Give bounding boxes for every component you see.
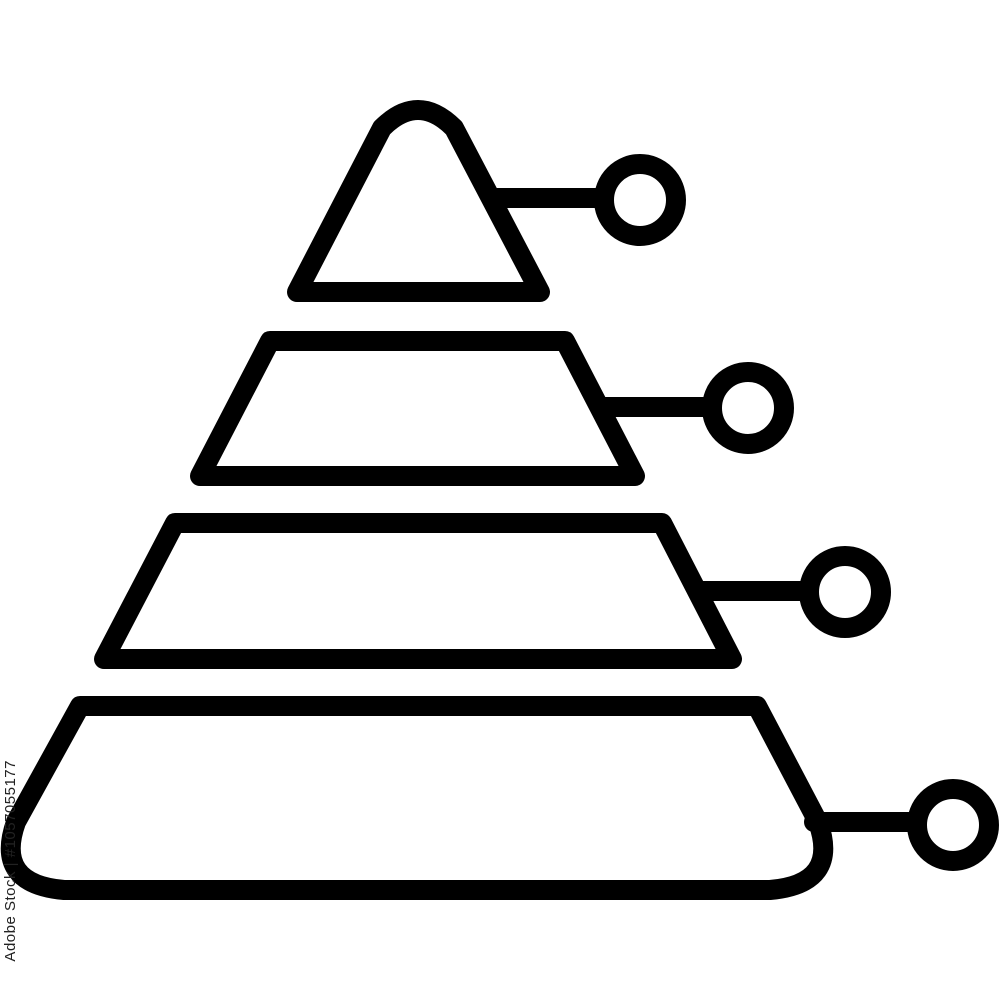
pyramid-tier-3 bbox=[94, 513, 742, 669]
connector-node-3 bbox=[799, 546, 891, 638]
connector-node-4 bbox=[907, 779, 999, 871]
connector-node-2 bbox=[702, 362, 794, 454]
watermark-text: Adobe Stock | #1057055177 bbox=[2, 760, 19, 962]
pyramid-tier-top bbox=[287, 100, 550, 302]
pyramid-tier-base bbox=[0, 696, 834, 900]
pyramid-tier-2 bbox=[190, 331, 645, 486]
connector-node-1 bbox=[594, 154, 686, 246]
